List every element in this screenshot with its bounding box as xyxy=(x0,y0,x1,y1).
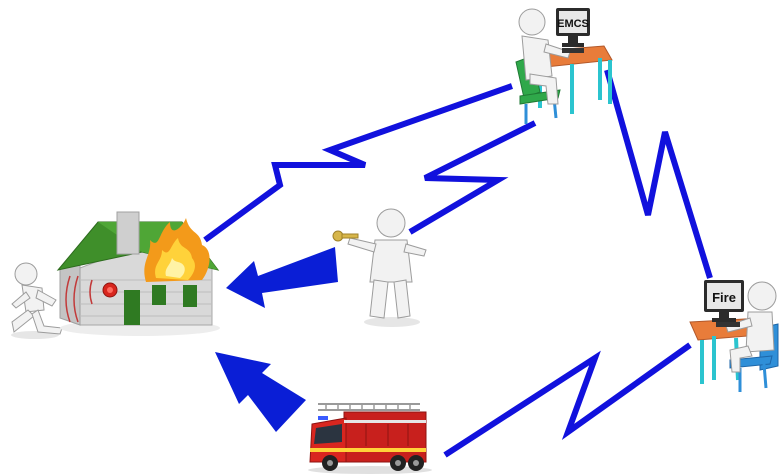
emcs-label: EMCS xyxy=(557,18,589,30)
fire-label: Fire xyxy=(712,290,736,305)
emcs-monitor: EMCS xyxy=(556,8,590,47)
running-person-icon xyxy=(11,263,62,339)
keyholder-person-icon xyxy=(333,209,426,327)
link-emcs-to-fire xyxy=(607,70,710,278)
link-fire-to-engine xyxy=(445,345,690,455)
fire-monitor: Fire xyxy=(704,280,744,322)
arrow-keyholder-to-house xyxy=(226,247,338,308)
arrow-engine-to-house xyxy=(215,352,306,432)
emcs-operator-icon: EMCS xyxy=(516,8,612,124)
fire-operator-icon: Fire xyxy=(690,280,778,392)
fire-engine-icon xyxy=(308,404,432,474)
burning-house-icon xyxy=(58,212,220,336)
link-keyholder-to-emcs xyxy=(410,123,535,232)
link-house-to-emcs xyxy=(205,86,512,240)
